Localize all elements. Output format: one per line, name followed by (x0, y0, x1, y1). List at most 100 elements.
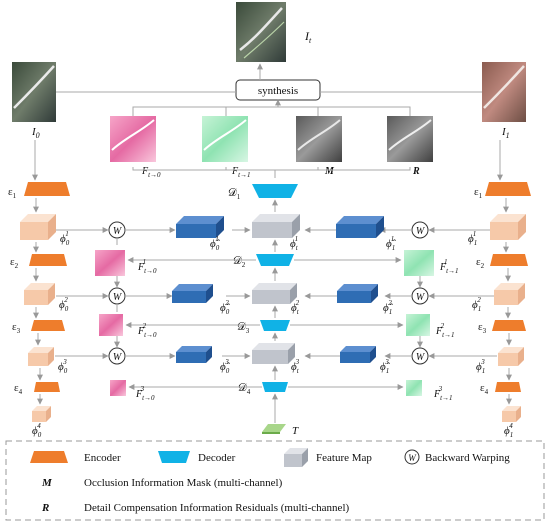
label-r: R (412, 166, 420, 177)
label-phihat1-2: ϕ̂12 (383, 299, 394, 316)
label-t: T (292, 425, 299, 437)
label-it: It (304, 29, 312, 45)
label-phi0-1: ϕ01 (60, 230, 70, 247)
feature-right-4 (502, 406, 521, 422)
legend-warp-label: Backward Warping (425, 452, 510, 464)
label-phit-3: ϕt3 (291, 358, 300, 375)
feature-warped-left-1 (176, 216, 224, 238)
label-phihat1-3: ϕ̂13 (380, 358, 391, 375)
encoder-right-4 (495, 382, 521, 392)
legend-feature-map (284, 448, 308, 467)
legend-m-text: Occlusion Information Mask (multi-channe… (84, 477, 283, 489)
feature-center-3 (252, 343, 295, 364)
label-phihat0-2: ϕ̂02 (220, 299, 231, 316)
feature-left-3 (28, 347, 54, 366)
label-e1-left: ε1 (8, 186, 17, 200)
legend-box (5, 440, 545, 521)
label-phihat0-3: ϕ̂03 (220, 358, 231, 375)
feature-warped-left-2 (172, 284, 213, 303)
svg-text:W: W (416, 352, 426, 363)
warp-right-2: W (411, 287, 429, 305)
label-phi0-2: ϕ02 (59, 296, 69, 313)
label-d4: 𝒟4 (238, 382, 251, 396)
feature-left-4 (32, 406, 51, 422)
label-m: M (324, 166, 335, 177)
label-phi1-2: ϕ12 (472, 296, 481, 313)
label-f-t1-1: Ft→11 (439, 258, 458, 275)
label-f-t1: Ft→1 (231, 166, 251, 179)
legend-warp-icon: W (404, 449, 420, 465)
encoder-left-3 (31, 320, 65, 331)
flow-thumb-t1-2 (406, 314, 430, 336)
encoder-left-2 (29, 254, 67, 266)
label-e1-right: ε1 (474, 186, 483, 200)
label-e2-left: ε2 (10, 256, 19, 270)
label-f-t1-2: Ft→12 (435, 322, 455, 339)
feature-warped-right-3 (340, 346, 376, 363)
warp-right-3: W (411, 347, 429, 365)
decoder-d4 (262, 382, 288, 392)
label-e4-right: ε4 (480, 382, 489, 396)
feature-warped-right-2 (337, 284, 378, 303)
decoder-d3 (260, 320, 290, 331)
label-e4-left: ε4 (14, 382, 23, 396)
feature-warped-left-3 (176, 346, 212, 363)
label-i1: I1 (501, 126, 510, 140)
flow-thumb-t0-3 (110, 380, 126, 396)
legend-decoder-label: Decoder (198, 452, 236, 464)
label-phi1-3: ϕ13 (476, 358, 485, 375)
legend-feature-map-label: Feature Map (316, 452, 372, 464)
legend-encoder (30, 451, 68, 463)
label-phi0-4: ϕ04 (32, 422, 42, 439)
warp-left-1: W (108, 221, 126, 239)
svg-text:W: W (113, 292, 123, 303)
label-phi0-3: ϕ03 (58, 358, 68, 375)
feature-right-1 (490, 214, 526, 240)
encoder-left-1 (24, 182, 70, 196)
warp-right-1: W (411, 221, 429, 239)
feature-warped-right-1 (336, 216, 384, 238)
warp-left-3: W (108, 347, 126, 365)
label-d3: 𝒟3 (237, 321, 250, 335)
image-it (236, 2, 286, 62)
synthesis-label: synthesis (258, 85, 298, 97)
label-phi1-1: ϕ11 (468, 230, 477, 247)
flow-thumb-t0-1 (95, 250, 125, 276)
label-d2: 𝒟2 (233, 255, 246, 269)
legend-r-symbol: R (41, 502, 49, 514)
image-i1 (482, 62, 526, 122)
decoder-d2 (256, 254, 294, 266)
feature-left-1 (20, 214, 56, 240)
label-phi1-4: ϕ14 (504, 422, 513, 439)
flow-thumb-t1-1 (404, 250, 434, 276)
legend-decoder (158, 451, 190, 463)
decoder-d1 (252, 184, 298, 198)
label-e2-right: ε2 (476, 256, 485, 270)
encoder-right-3 (492, 320, 526, 331)
label-f-t0-3: Ft→03 (135, 385, 155, 402)
label-i0: I0 (31, 126, 40, 140)
encoder-right-2 (490, 254, 528, 266)
warp-left-2: W (108, 287, 126, 305)
label-phihat0-1: ϕ̂01 (210, 235, 221, 252)
flow-thumb-t1-3 (406, 380, 422, 396)
svg-text:W: W (416, 292, 426, 303)
feature-center-2 (252, 283, 297, 304)
encoder-right-1 (485, 182, 531, 196)
label-e3-left: ε3 (12, 321, 21, 335)
svg-text:W: W (408, 453, 417, 463)
label-f-t0: Ft→0 (141, 166, 161, 179)
legend-m-symbol: M (41, 477, 53, 489)
feature-right-3 (498, 347, 524, 366)
encoder-left-4 (34, 382, 60, 392)
feature-center-1 (252, 214, 300, 238)
label-f-t1-3: Ft→13 (433, 385, 453, 402)
legend-encoder-label: Encoder (84, 452, 121, 464)
svg-text:W: W (113, 226, 123, 237)
svg-text:W: W (113, 352, 123, 363)
flow-thumb-t0-2 (99, 314, 123, 336)
svg-text:W: W (416, 226, 426, 237)
label-f-t0-2: Ft→02 (137, 322, 157, 339)
label-f-t0-1: Ft→01 (137, 258, 157, 275)
